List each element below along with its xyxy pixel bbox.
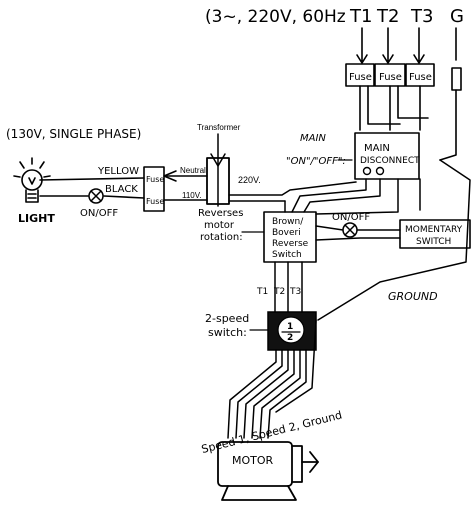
light-label: LIGHT bbox=[18, 212, 55, 225]
fuse-label-1: Fuse bbox=[349, 72, 372, 83]
main-disconnect-box bbox=[354, 132, 420, 180]
reverse-switch-line2: Boveri bbox=[272, 228, 301, 238]
disconnect-terminal-1 bbox=[362, 166, 372, 176]
label-110v: 110V. bbox=[182, 191, 202, 200]
reverse-switch-line1: Brown/ bbox=[272, 217, 304, 227]
momentary-line2: SWITCH bbox=[416, 237, 451, 247]
two-speed-dial bbox=[277, 316, 305, 344]
fuse-label-2: Fuse bbox=[379, 72, 402, 83]
momentary-line1: MOMENTARY bbox=[405, 225, 463, 235]
light-bulb-icon bbox=[13, 157, 51, 203]
fuse-label-3: Fuse bbox=[409, 72, 432, 83]
speed-label: Speed 1, Speed 2, Ground bbox=[200, 408, 343, 456]
main-disconnect-line1: MAIN bbox=[364, 143, 390, 154]
light-power-label: (130V, SINGLE PHASE) bbox=[6, 127, 141, 141]
disconnect-to-reverse-wires bbox=[284, 178, 399, 215]
light-onoff-label: ON/OFF bbox=[80, 208, 118, 219]
light-fuse-box bbox=[143, 166, 165, 212]
t2-label: T2 bbox=[273, 287, 285, 297]
dial-1: 1 bbox=[287, 322, 293, 332]
t1-label: T1 bbox=[256, 287, 268, 297]
reverse-switch-line3: Reverse bbox=[272, 239, 309, 249]
motor-icon bbox=[217, 441, 319, 501]
light-fuse-label-1: Fuse bbox=[146, 175, 164, 184]
control-circuit-wires bbox=[315, 225, 401, 241]
label-220v: 220V. bbox=[238, 175, 261, 185]
light-onoff-switch-icon bbox=[88, 188, 104, 204]
main-onoff-line1: MAIN bbox=[300, 133, 326, 144]
supply-220-wires bbox=[228, 181, 357, 202]
label-yellow: YELLOW bbox=[97, 166, 139, 177]
transformer-label: Transformer bbox=[197, 123, 241, 132]
momentary-switch-box bbox=[399, 219, 471, 249]
mid-onoff-label: ON/OFF bbox=[332, 212, 370, 223]
reverses-line2: motor bbox=[204, 220, 235, 231]
two-speed-line2: switch: bbox=[208, 326, 247, 339]
reverses-line1: Reverses bbox=[198, 208, 243, 219]
two-speed-line1: 2-speed bbox=[205, 312, 249, 325]
label-neutral: Neutral bbox=[180, 166, 206, 175]
transformer-core bbox=[210, 133, 226, 207]
phase-t3-label: T3 bbox=[410, 6, 433, 27]
main-fuse-block: Fuse Fuse Fuse bbox=[345, 63, 435, 87]
ground-terminal bbox=[451, 67, 462, 91]
main-onoff-line2: "ON"/"OFF": bbox=[286, 156, 346, 167]
fuse-to-disconnect-wires bbox=[359, 85, 457, 161]
disconnect-terminal-2 bbox=[375, 166, 385, 176]
phase-g-label: G bbox=[450, 6, 464, 27]
reverses-line3: rotation: bbox=[200, 232, 243, 243]
speed-to-motor-wires bbox=[227, 319, 317, 439]
ground-wire bbox=[317, 159, 471, 321]
reverse-to-speed-wires bbox=[274, 261, 303, 321]
ground-label: GROUND bbox=[388, 290, 438, 303]
mid-onoff-switch-icon bbox=[342, 222, 358, 238]
light-wires bbox=[39, 177, 145, 199]
supply-arrows bbox=[356, 27, 457, 64]
supply-label: (3~, 220V, 60Hz bbox=[205, 7, 346, 27]
dial-2: 2 bbox=[287, 333, 293, 343]
reverse-switch-line4: Switch bbox=[272, 250, 302, 260]
main-disconnect-line2: DISCONNECT bbox=[360, 156, 420, 166]
phase-t1-label: T1 bbox=[349, 6, 372, 27]
reverse-switch-box bbox=[263, 211, 317, 263]
label-black: BLACK bbox=[105, 184, 138, 195]
t3-label: T3 bbox=[289, 287, 301, 297]
motor-label: MOTOR bbox=[232, 454, 274, 467]
light-fuse-label-2: Fuse bbox=[146, 197, 164, 206]
phase-t2-label: T2 bbox=[376, 6, 399, 27]
